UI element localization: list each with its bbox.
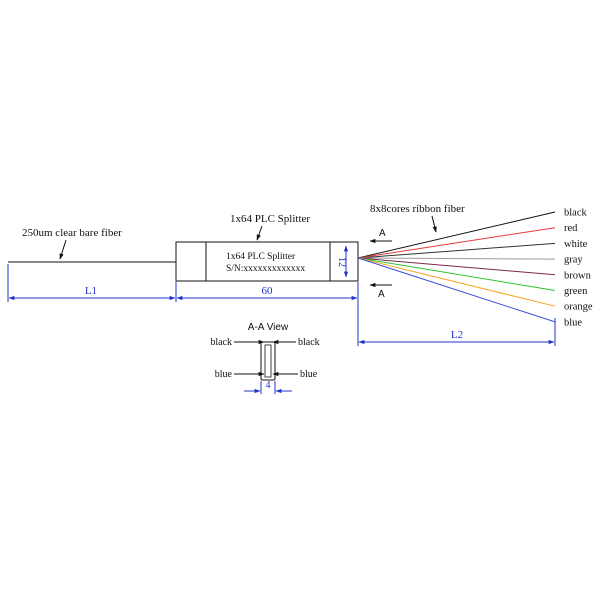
fiber-label-green: green <box>564 286 588 297</box>
view-label-top-left: black <box>210 337 232 348</box>
fiber-line-red <box>357 227 556 259</box>
bare-fiber-label: 250um clear bare fiber <box>22 227 122 239</box>
l2-dimension-label: L2 <box>451 329 463 341</box>
fiber-line-green <box>357 257 556 291</box>
view-title: A-A View <box>248 322 289 333</box>
view-label-top-right: black <box>298 337 320 348</box>
section-marker-bottom: A <box>378 289 385 300</box>
fiber-fanout: black red white gray brown green orange blue <box>357 208 593 328</box>
fiber-line-orange <box>357 257 556 307</box>
splitter-callout-leader <box>256 225 263 241</box>
body-length-dimension-label: 60 <box>262 285 274 297</box>
ribbon-fiber-leader <box>431 215 437 233</box>
fiber-line-brown <box>357 257 556 276</box>
height-dimension-label: 12 <box>336 257 347 267</box>
width-dimension-label: 4 <box>266 380 271 391</box>
fiber-label-orange: orange <box>564 302 593 313</box>
view-label-bottom-left: blue <box>215 369 233 380</box>
fiber-label-gray: gray <box>564 255 583 266</box>
fiber-label-white: white <box>564 239 588 250</box>
splitter-body <box>175 241 359 282</box>
view-ribbon-outer <box>260 341 276 381</box>
view-ribbon-inner <box>264 344 272 378</box>
splitter-body-serial: S/N:xxxxxxxxxxxxx <box>226 264 305 274</box>
fiber-line-gray <box>357 257 556 260</box>
fiber-label-brown: brown <box>564 270 592 281</box>
fiber-line-white <box>357 242 556 259</box>
splitter-callout-label: 1x64 PLC Splitter <box>230 213 310 225</box>
fiber-line-blue <box>357 257 556 323</box>
fiber-label-red: red <box>564 223 578 234</box>
section-marker-top: A <box>379 228 386 239</box>
l1-dimension-label: L1 <box>85 285 97 297</box>
splitter-body-model: 1x64 PLC Splitter <box>226 252 296 262</box>
fiber-label-blue: blue <box>564 317 582 328</box>
fiber-line-black <box>357 211 556 259</box>
bare-fiber-leader <box>59 239 67 260</box>
fiber-label-black: black <box>564 208 587 219</box>
view-label-bottom-right: blue <box>300 369 318 380</box>
ribbon-fiber-label: 8x8cores ribbon fiber <box>370 203 465 215</box>
